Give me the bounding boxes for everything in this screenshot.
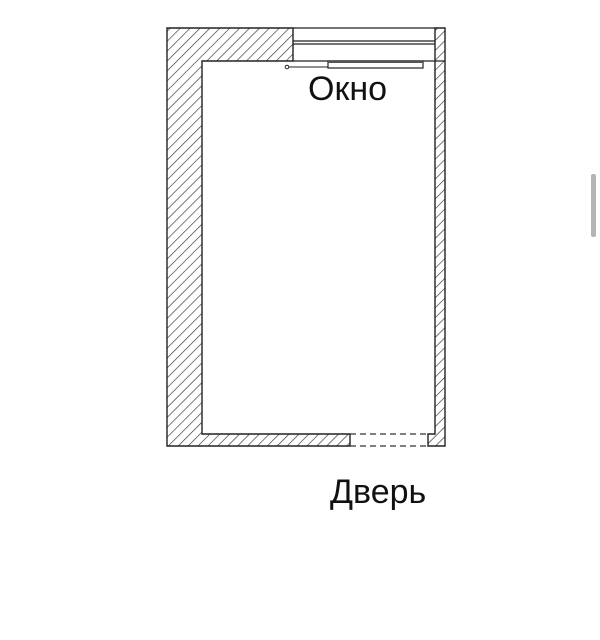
door-label: Дверь [330, 473, 427, 511]
scrollbar-thumb[interactable] [591, 174, 596, 237]
window-pivot-icon [284, 64, 290, 70]
left-wall [166, 27, 351, 447]
right-wall [427, 27, 446, 447]
window [284, 27, 445, 70]
window-label: Окно [308, 70, 388, 108]
door-opening [350, 433, 428, 447]
